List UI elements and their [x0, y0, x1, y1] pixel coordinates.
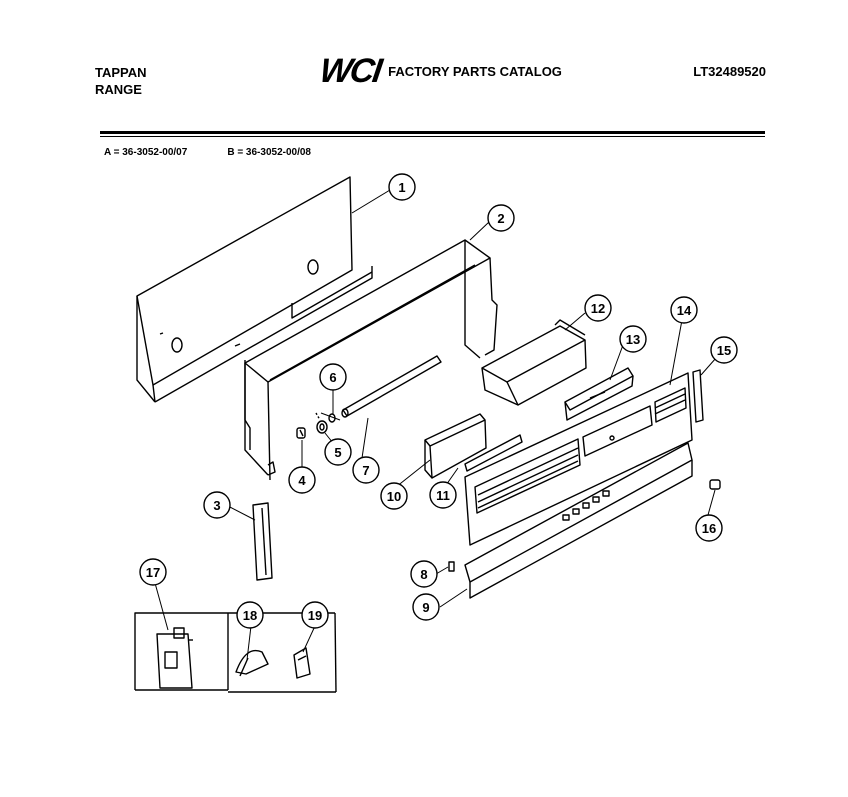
- part-10-switch-bracket: [424, 413, 487, 479]
- parts-kit-box: [134, 612, 337, 693]
- variant-legend: A = 36-3052-00/07 B = 36-3052-00/08: [104, 147, 311, 158]
- variant-b: B = 36-3052-00/08: [227, 147, 311, 158]
- part-15-end-cap: [692, 369, 704, 423]
- part-3-side-bracket: [252, 502, 273, 581]
- callout-11-label: 11: [436, 488, 450, 503]
- part-16-knob: [709, 479, 721, 490]
- callout-7-label: 7: [362, 463, 369, 478]
- part-14-control-panel: [464, 372, 693, 546]
- part-19-clip: [293, 647, 311, 679]
- catalog-header: WCI FACTORY PARTS CATALOG: [317, 52, 562, 90]
- callout-19-label: 19: [308, 608, 322, 623]
- part-1-back-panel: [136, 176, 373, 403]
- callout-14: 14: [670, 296, 698, 324]
- callout-13-label: 13: [626, 332, 640, 347]
- callout-17-label: 17: [146, 565, 160, 580]
- callout-4-label: 4: [298, 473, 306, 488]
- callout-9: 9: [412, 593, 440, 621]
- callout-1: 1: [388, 173, 416, 201]
- callout-14-label: 14: [677, 303, 692, 318]
- header-rule-thick: [100, 131, 765, 134]
- callout-2-label: 2: [497, 211, 504, 226]
- part-2-housing: [244, 239, 498, 481]
- part-12-support: [481, 319, 587, 406]
- callout-2: 2: [487, 204, 515, 232]
- callout-4: 4: [288, 466, 316, 494]
- callout-12-label: 12: [591, 301, 605, 316]
- callout-15: 15: [710, 336, 738, 364]
- header-rule-thin: [100, 136, 765, 137]
- part-7-rod: [341, 355, 442, 418]
- part-4-clip: [296, 427, 306, 439]
- variant-a: A = 36-3052-00/07: [104, 147, 188, 158]
- callout-16-label: 16: [702, 521, 716, 536]
- callout-3-label: 3: [213, 498, 220, 513]
- product-name: RANGE: [95, 82, 142, 97]
- part-8-screw: [448, 561, 455, 572]
- part-11-trim-strip: [464, 434, 523, 472]
- part-13-clock-housing: [564, 367, 634, 421]
- callout-10: 10: [380, 482, 408, 510]
- callout-18-label: 18: [243, 608, 257, 623]
- callout-15-label: 15: [717, 343, 731, 358]
- catalog-title: FACTORY PARTS CATALOG: [388, 63, 562, 79]
- callout-5: 5: [324, 438, 352, 466]
- callout-3: 3: [203, 491, 231, 519]
- callout-5-label: 5: [334, 445, 341, 460]
- callout-19: 19: [301, 601, 329, 629]
- callout-6: 6: [319, 363, 347, 391]
- callout-7: 7: [352, 456, 380, 484]
- callout-17: 17: [139, 558, 167, 586]
- callout-10-label: 10: [387, 489, 401, 504]
- model-number: LT32489520: [693, 64, 766, 79]
- callout-16: 16: [695, 514, 723, 542]
- brand-name: TAPPAN: [95, 65, 147, 80]
- part-9-lower-trim: [464, 442, 693, 599]
- brand-block: TAPPAN RANGE: [95, 64, 147, 98]
- callout-6-label: 6: [329, 370, 336, 385]
- callout-18: 18: [236, 601, 264, 629]
- callout-9-label: 9: [422, 600, 429, 615]
- callout-1-label: 1: [398, 180, 405, 195]
- callout-13: 13: [619, 325, 647, 353]
- part-17-module: [156, 627, 193, 689]
- callout-11: 11: [429, 481, 457, 509]
- callout-12: 12: [584, 294, 612, 322]
- part-5-knob-bushing: [316, 420, 328, 434]
- part-18-bracket: [235, 649, 269, 677]
- callout-8: 8: [410, 560, 438, 588]
- callout-8-label: 8: [420, 567, 427, 582]
